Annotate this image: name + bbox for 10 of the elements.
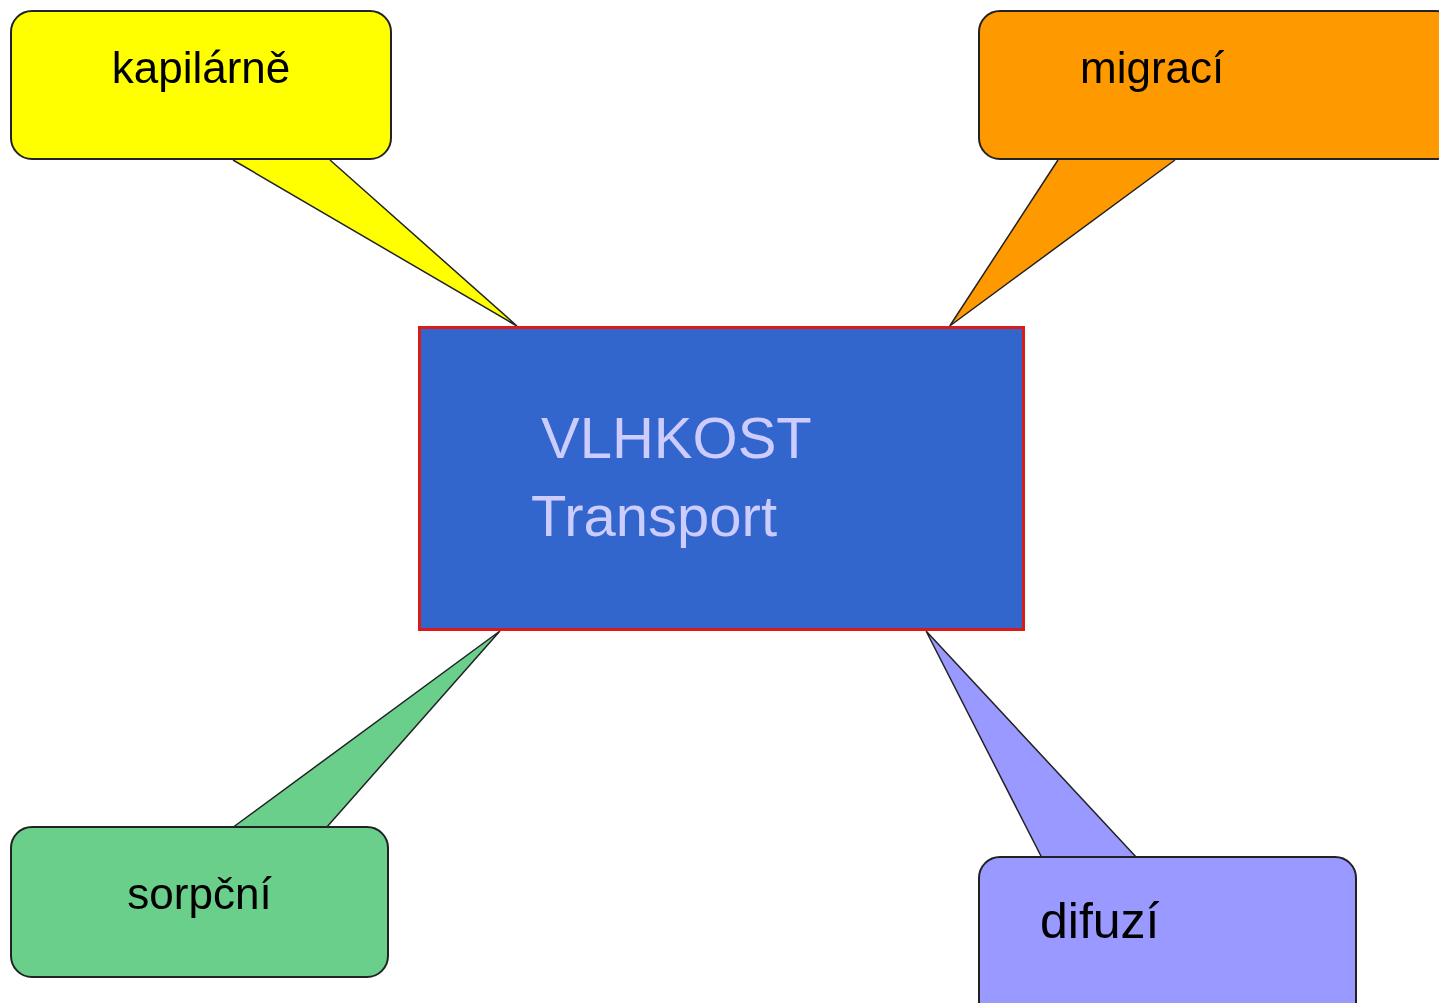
callout-box bbox=[10, 10, 392, 160]
callout-text: difuzí bbox=[1040, 896, 1160, 946]
callout-text: kapilárně bbox=[110, 46, 292, 90]
callout-box bbox=[978, 10, 1439, 160]
callout-box bbox=[10, 826, 389, 978]
callout-box bbox=[978, 856, 1357, 1003]
topic-text: VLHKOST bbox=[541, 409, 812, 467]
topic-box bbox=[418, 326, 1025, 631]
callout-text: sorpční bbox=[126, 872, 273, 916]
callout-text: migrací bbox=[1080, 46, 1225, 90]
